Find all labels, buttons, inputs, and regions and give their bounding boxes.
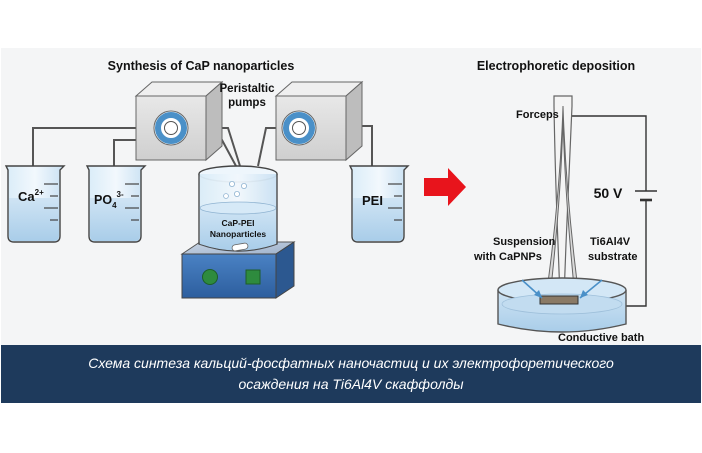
falling-drops — [223, 180, 247, 199]
beaker-pei: PEI — [348, 165, 410, 243]
beaker-ca-label: Ca — [18, 189, 35, 204]
process-arrow — [424, 168, 466, 206]
beaker-po-label: PO — [94, 193, 112, 207]
suspension-pointer-head — [534, 290, 542, 298]
suspension-label-line2: with CaPNPs — [473, 251, 542, 263]
caption-bar: Схема синтеза кальций-фосфатных наночаст… — [1, 345, 701, 403]
circuit-wire-bottom — [624, 200, 647, 307]
substrate-pointer-head — [580, 290, 588, 298]
svg-text:PO43-: PO43- — [94, 190, 124, 210]
peristaltic-pump-1 — [134, 80, 224, 162]
reactor-beaker: CaP-PEI Nanoparticles — [198, 165, 278, 252]
substrate-label-line2: substrate — [588, 251, 638, 263]
stirrer-knob-square — [245, 269, 261, 285]
peristaltic-label-line1: Peristaltic — [220, 83, 276, 95]
peristaltic-pump-2 — [274, 80, 364, 162]
stir-bar — [231, 242, 249, 252]
caption-line-1: Схема синтеза кальций-фосфатных наночаст… — [88, 355, 614, 371]
peristaltic-label-line2: pumps — [228, 97, 266, 109]
substrate-label-line1: Ti6Al4V — [590, 236, 631, 248]
forceps-label: Forceps — [516, 109, 559, 121]
reactor-label-line2: Nanoparticles — [210, 229, 266, 239]
diagram-svg: Synthesis of CaP nanoparticles Peristalt… — [1, 48, 701, 345]
voltage-label: 50 V — [594, 185, 623, 201]
ti6al4v-substrate — [539, 295, 579, 305]
diagram-canvas: Synthesis of CaP nanoparticles Peristalt… — [0, 48, 702, 403]
stirrer-knob-round — [202, 269, 218, 285]
beaker-po-superscript: 3- — [117, 190, 124, 199]
suspension-label-line1: Suspension — [493, 236, 556, 248]
beaker-pei-label: PEI — [362, 193, 383, 208]
beaker-ca: Ca2+ — [4, 165, 66, 243]
caption-line-2: осаждения на Ti6Al4V скаффолды — [238, 376, 464, 392]
conductive-bath — [497, 277, 627, 333]
bath-label: Conductive bath — [558, 332, 644, 344]
beaker-ca-superscript: 2+ — [35, 188, 44, 197]
beaker-po-subscript: 4 — [112, 201, 117, 210]
reactor-label-line1: CaP-PEI — [221, 218, 254, 228]
beaker-po4: PO43- — [85, 165, 147, 243]
epd-title: Electrophoretic deposition — [477, 59, 635, 73]
synthesis-title: Synthesis of CaP nanoparticles — [108, 59, 295, 73]
svg-text:Ca2+: Ca2+ — [18, 188, 44, 204]
